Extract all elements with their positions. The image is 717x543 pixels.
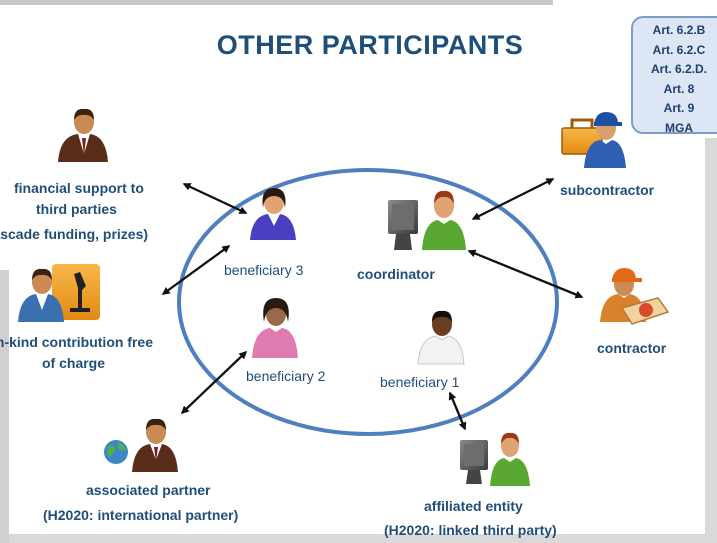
label-coordinator: coordinator bbox=[357, 266, 435, 282]
person-purple-icon bbox=[250, 188, 296, 240]
legal-reference-line: Art. 9 bbox=[663, 101, 695, 115]
person-white-icon bbox=[417, 310, 465, 365]
arrow-associated-partner bbox=[180, 350, 248, 415]
label-financial-support: financial support to bbox=[14, 180, 144, 196]
label-in-kind: of charge bbox=[42, 355, 106, 371]
label-associated-partner: (H2020: international partner) bbox=[43, 507, 239, 523]
person-globe-icon bbox=[104, 418, 178, 472]
person-pink-icon bbox=[252, 298, 298, 358]
legal-reference-box: Art. 6.2.B Art. 6.2.C Art. 6.2.D. Art. 8… bbox=[631, 16, 717, 135]
arrow-contractor bbox=[467, 249, 584, 299]
legal-reference-line: Art. 8 bbox=[663, 81, 695, 96]
delivery-pizza-icon bbox=[600, 268, 670, 325]
label-financial-support: (cascade funding, prizes) bbox=[0, 226, 149, 242]
label-affiliated-entity: affiliated entity bbox=[424, 498, 523, 514]
worker-toolbox-icon bbox=[561, 112, 626, 168]
bottom-border bbox=[0, 534, 717, 543]
person-brown-suit-icon bbox=[58, 108, 108, 162]
label-associated-partner: associated partner bbox=[86, 482, 211, 498]
label-financial-support: third parties bbox=[36, 201, 117, 217]
arrow-financial-support bbox=[182, 182, 248, 215]
page-title: OTHER PARTICIPANTS bbox=[216, 30, 524, 60]
legal-reference-line: Art. 6.2.B bbox=[652, 23, 706, 37]
label-beneficiary-2: beneficiary 2 bbox=[246, 368, 326, 384]
person-computer-small-icon bbox=[460, 432, 530, 486]
label-contractor: contractor bbox=[597, 340, 667, 356]
connector-arrows bbox=[161, 177, 584, 431]
legal-reference-line: MGA bbox=[665, 120, 693, 135]
label-subcontractor: subcontractor bbox=[560, 182, 655, 198]
legal-reference-line: Art. 6.2.C bbox=[652, 42, 706, 57]
label-affiliated-entity: (H2020: linked third party) bbox=[384, 522, 557, 538]
arrow-subcontractor bbox=[471, 177, 555, 221]
person-microscope-icon bbox=[18, 264, 100, 322]
person-computer-icon bbox=[388, 190, 466, 250]
top-border bbox=[0, 0, 717, 5]
participants-ellipse bbox=[177, 168, 559, 436]
left-border bbox=[0, 270, 9, 543]
label-beneficiary-3: beneficiary 3 bbox=[224, 262, 304, 278]
legal-reference-line: Art. 6.2.D. bbox=[650, 62, 707, 76]
label-beneficiary-1: beneficiary 1 bbox=[380, 374, 460, 390]
right-border bbox=[705, 138, 717, 543]
label-in-kind: in-kind contribution free bbox=[0, 334, 153, 350]
arrow-affiliated-entity bbox=[448, 391, 467, 431]
arrow-in-kind bbox=[161, 245, 231, 295]
